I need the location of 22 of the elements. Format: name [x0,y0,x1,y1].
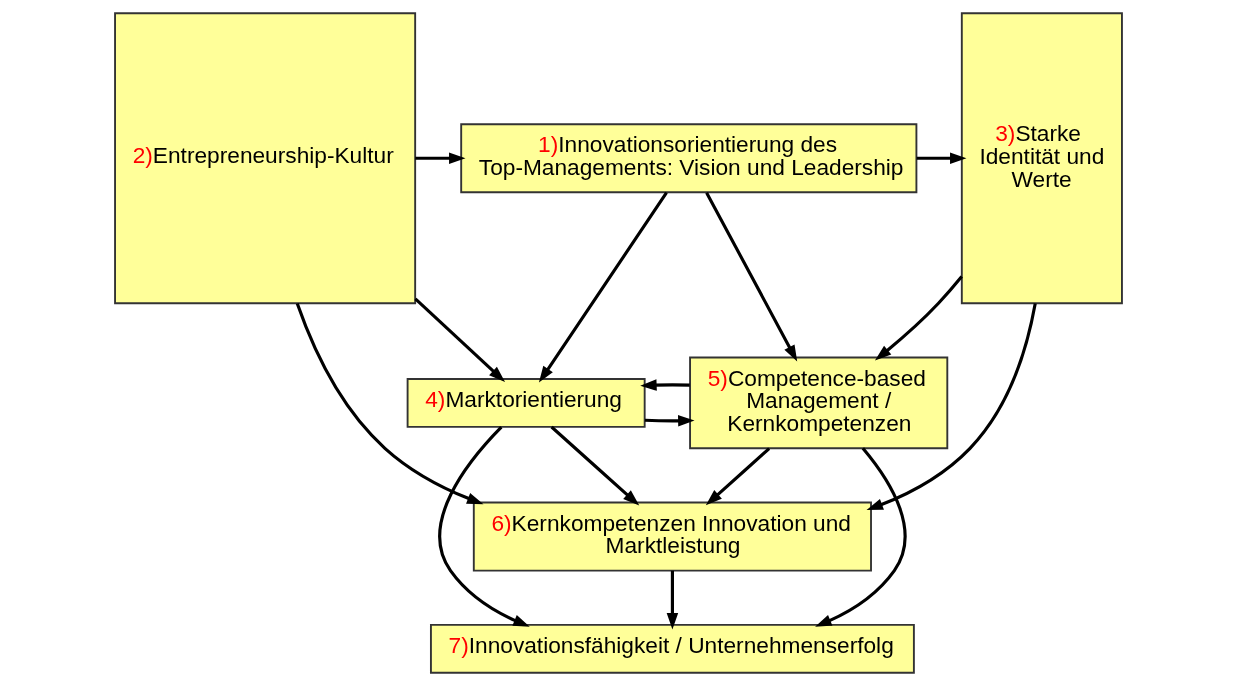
arrow [640,379,690,391]
node-box: 5)Competence-based Management / Kernkompetenzen [689,356,949,450]
arrow [414,297,506,383]
node-box: 6)Kernkompetenzen Innovation und Marktleistung [472,501,872,572]
arrow [538,191,668,383]
arrow [815,447,907,627]
arrow [705,447,771,506]
arrow [866,303,1037,511]
arrow [415,152,466,164]
node-box: 1)Innovationsorientierung des Top-Managements: Vision und Leadership [460,123,918,194]
arrow [295,303,484,505]
node-box: 2)Entrepreneurship-Kultur [114,12,417,305]
arrow [550,425,640,506]
node-box: 3)Starke Identität und Werte [960,12,1123,305]
arrow [916,152,967,164]
arrow [644,415,695,427]
arrow [438,426,530,627]
node-box: 4)Marktorientierung [406,378,646,428]
arrow [705,191,798,362]
arrow [874,275,963,361]
node-box: 7)Innovationsfähigkeit / Unternehmenserfolg [430,623,915,674]
arrow [666,570,679,630]
